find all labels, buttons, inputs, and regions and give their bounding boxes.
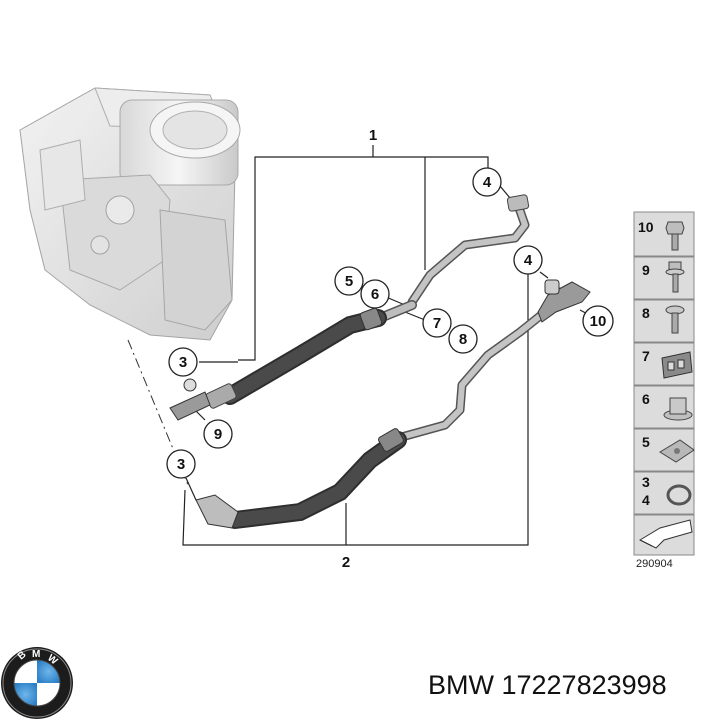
callout-3-lower: 3	[166, 449, 196, 479]
svg-text:2: 2	[342, 554, 350, 571]
callout-2: 2	[342, 554, 350, 571]
callout-4-upper: 4	[472, 167, 502, 197]
svg-text:10: 10	[590, 313, 607, 330]
svg-text:8: 8	[642, 305, 650, 321]
callout-8: 8	[448, 324, 478, 354]
legend-item-3-4: 3 4	[633, 471, 695, 515]
legend-item-9: 9	[633, 256, 695, 300]
svg-text:3: 3	[179, 354, 187, 371]
svg-text:10: 10	[638, 219, 654, 235]
callout-1: 1	[369, 127, 377, 144]
legend-item-6: 6	[633, 385, 695, 429]
bolt-large-icon	[665, 221, 685, 251]
callout-5: 5	[334, 266, 364, 296]
upper-hose-assembly	[169, 194, 530, 421]
bolt-short-icon	[665, 305, 685, 334]
clip-nut-icon	[659, 439, 695, 463]
parts-legend: 10 9 8 7	[633, 211, 695, 570]
diagram-code: 290904	[636, 558, 673, 570]
arrow-icon	[638, 519, 693, 549]
svg-text:6: 6	[371, 286, 379, 303]
bmw-logo: B M W	[1, 647, 73, 719]
svg-text:7: 7	[642, 348, 650, 364]
transmission-housing	[19, 87, 241, 341]
part-caption: BMW 17227823998	[428, 670, 667, 700]
svg-text:5: 5	[642, 434, 650, 450]
hose-clip-icon	[661, 351, 693, 379]
svg-text:4: 4	[524, 252, 533, 269]
svg-text:4: 4	[642, 492, 650, 508]
svg-text:M: M	[32, 649, 40, 660]
collar-nut-icon	[663, 397, 693, 421]
svg-text:9: 9	[214, 426, 222, 443]
callout-10: 10	[582, 305, 614, 337]
svg-text:1: 1	[369, 127, 377, 144]
svg-text:9: 9	[642, 262, 650, 278]
svg-text:3: 3	[177, 456, 185, 473]
legend-direction-arrow	[633, 514, 695, 556]
legend-item-5: 5	[633, 428, 695, 472]
svg-text:6: 6	[642, 391, 650, 407]
svg-text:7: 7	[433, 315, 441, 332]
legend-item-7: 7	[633, 342, 695, 386]
svg-text:3: 3	[642, 474, 650, 490]
o-ring-icon	[666, 484, 692, 506]
svg-text:8: 8	[459, 331, 467, 348]
callout-7: 7	[422, 308, 452, 338]
oil-filter-housing	[119, 99, 241, 186]
callout-9: 9	[203, 419, 233, 449]
legend-item-8: 8	[633, 299, 695, 343]
callout-4-lower: 4	[513, 245, 543, 275]
bolt-flange-icon	[665, 261, 685, 293]
callout-3-upper: 3	[168, 347, 198, 377]
legend-item-10: 10	[633, 211, 695, 257]
lower-hose-assembly	[195, 279, 591, 529]
svg-text:5: 5	[345, 273, 353, 290]
svg-text:4: 4	[483, 174, 492, 191]
callout-6: 6	[360, 279, 390, 309]
bracket-lines	[182, 145, 596, 546]
dash-line	[127, 339, 189, 486]
